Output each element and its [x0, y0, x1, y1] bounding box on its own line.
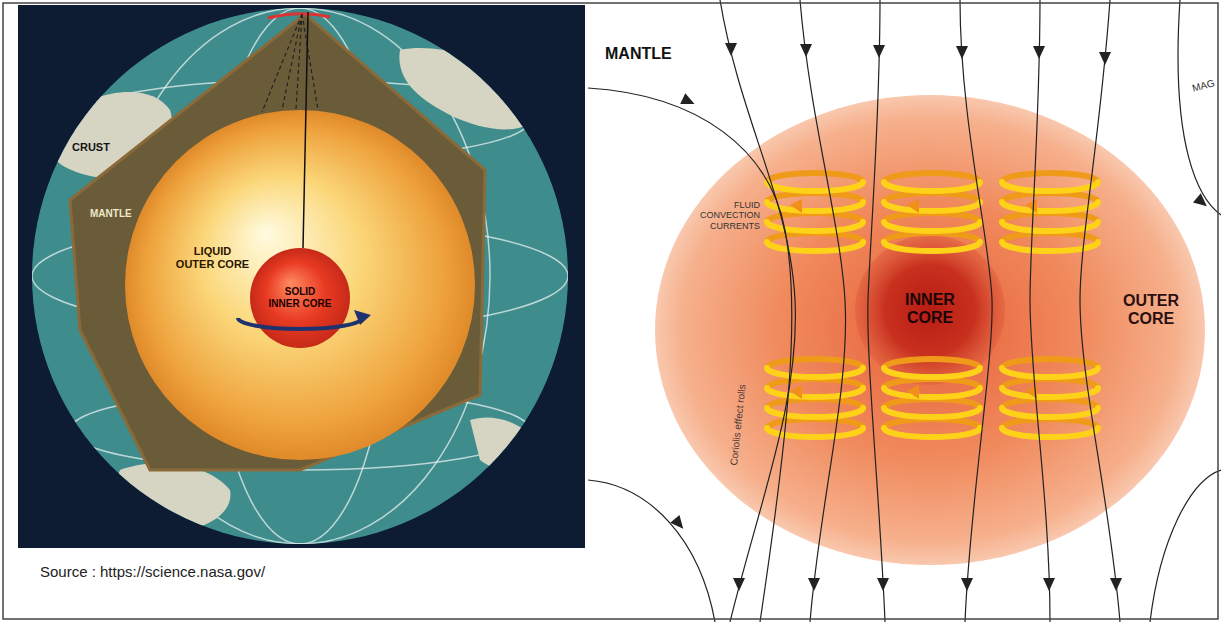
seismic-ray — [303, 12, 308, 248]
field-line — [1030, 0, 1050, 622]
field-line — [720, 0, 795, 622]
field-arrowhead — [1193, 193, 1211, 211]
field-arrowhead — [1043, 578, 1055, 591]
outer-core-region — [655, 95, 1205, 565]
node-label: INNER CORE — [885, 291, 975, 328]
surface-arc — [268, 14, 330, 18]
outer-core-region: OUTER CORE INNER CORE — [655, 95, 1205, 565]
label-anchor: CRUST — [72, 141, 110, 154]
field-arrowhead — [1110, 578, 1122, 591]
label-anchor: FLUID CONVECTION CURRENTS — [688, 200, 760, 231]
liquid-outer-core: LIQUID OUTER CORE SOLID INNER CORE — [125, 110, 475, 460]
field-arrowhead — [670, 515, 688, 533]
figure-frame — [3, 3, 1218, 619]
magnetic-field-lines — [588, 0, 1221, 622]
seismic-ray — [262, 14, 318, 112]
source-note: Source : https://science.nasa.gov/ — [40, 563, 265, 580]
inner-core-sphere — [250, 248, 350, 348]
process-label: FLUID CONVECTION CURRENTS — [688, 200, 760, 231]
node-label: SOLID INNER CORE — [268, 286, 332, 309]
field-arrowhead — [1099, 52, 1111, 65]
helix-arrowhead — [907, 385, 919, 399]
field-arrowhead — [1033, 46, 1045, 59]
field-line — [588, 480, 715, 622]
field-arrowhead — [873, 45, 885, 58]
field-line — [1178, 0, 1221, 215]
field-arrowhead — [808, 578, 820, 591]
label-anchor: Source : https://science.nasa.gov/ — [40, 563, 265, 580]
node-label: LIQUID OUTER CORE — [175, 245, 250, 270]
space-background — [18, 5, 585, 548]
land-mass — [470, 417, 545, 473]
globe-grid — [32, 8, 568, 544]
inner-core-region — [855, 235, 1005, 385]
layer-label: MANTLE — [90, 208, 132, 220]
solid-inner-core: SOLID INNER CORE — [250, 248, 350, 348]
label-anchor: MAG — [1192, 80, 1215, 92]
land-mass — [117, 463, 230, 531]
helix-arrowheads — [790, 199, 1037, 399]
convection-helices — [767, 173, 1098, 437]
field-line — [868, 0, 885, 622]
rotation-arrowhead — [354, 310, 371, 325]
field-line — [960, 0, 992, 622]
label-anchor: Coriolis effect rolls — [738, 425, 820, 437]
field-arrowhead — [800, 44, 812, 57]
field-arrowhead — [733, 578, 745, 591]
helix-arrowhead — [907, 199, 919, 213]
inner-core-region: INNER CORE — [855, 235, 1005, 385]
field-arrowhead — [877, 578, 889, 591]
label-anchor: MANTLE — [605, 45, 672, 63]
helix-arrowhead — [790, 199, 802, 213]
field-arrowhead — [956, 46, 968, 59]
field-arrowhead — [961, 578, 973, 591]
helix-front — [1002, 368, 1098, 437]
outer-core-sphere — [125, 110, 475, 460]
helix-arrowhead — [790, 385, 802, 399]
layer-label: CRUST — [72, 141, 110, 154]
label-anchor: MANTLE — [90, 208, 132, 220]
mantle-cutaway — [70, 14, 485, 470]
field-line — [800, 0, 846, 622]
helix-arrowhead — [1025, 199, 1037, 213]
field-line — [1080, 0, 1120, 622]
globe-ocean — [32, 8, 568, 544]
field-arrowheads — [670, 43, 1210, 591]
helix-front — [884, 368, 980, 437]
node-label: OUTER CORE — [1115, 292, 1187, 329]
field-line — [1150, 470, 1221, 622]
field-line — [588, 88, 792, 622]
field-arrowhead — [725, 43, 737, 56]
field-arrowhead — [680, 93, 697, 109]
rotation-arrow — [238, 318, 362, 329]
helix-front — [884, 182, 980, 251]
field-label: MAG — [1191, 77, 1216, 94]
layer-label: MANTLE — [605, 45, 672, 63]
process-label: Coriolis effect rolls — [728, 384, 748, 466]
